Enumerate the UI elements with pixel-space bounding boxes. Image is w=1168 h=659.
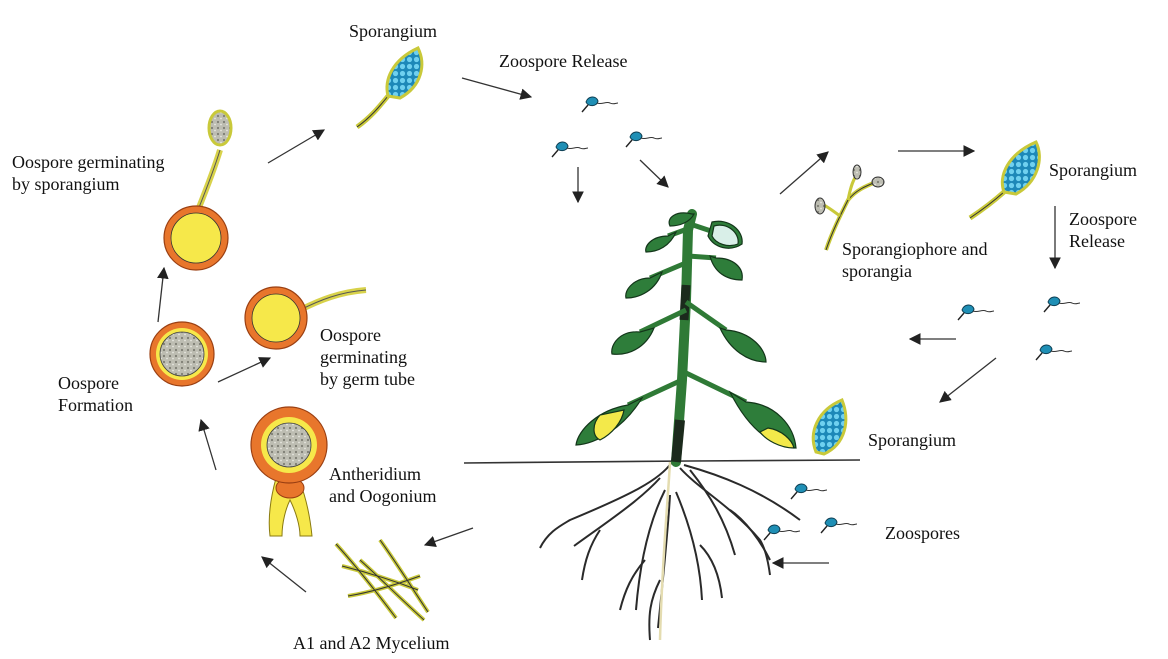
label-zoospores: Zoospores (885, 522, 960, 544)
zoospore (821, 518, 857, 533)
oospore-formation (150, 322, 214, 386)
label-sporangium-bottom: Sporangium (868, 429, 956, 451)
arrow (158, 268, 164, 322)
leaf (626, 272, 662, 298)
label-oospore-formation: Oospore Formation (58, 372, 133, 416)
arrow (425, 528, 473, 545)
zoospore (1036, 345, 1072, 360)
mycelium (336, 540, 428, 620)
zoospore (582, 97, 618, 112)
label-oospore-germinating-sporangium: Oospore germinating by sporangium (12, 151, 164, 195)
arrow (262, 557, 306, 592)
leaf (720, 328, 766, 362)
sporangium-right (970, 142, 1039, 218)
leaf (646, 232, 676, 252)
zoospore (791, 484, 827, 499)
label-oospore-germ-tube: Oospore germinating by germ tube (320, 324, 415, 390)
soil-line (464, 460, 860, 463)
leaf (612, 328, 654, 354)
arrow (940, 358, 996, 402)
label-sporangium-top: Sporangium (349, 20, 437, 42)
zoospore (626, 132, 662, 147)
arrow (462, 78, 531, 97)
arrow (268, 130, 324, 163)
arrow (640, 160, 668, 187)
arrow (218, 358, 270, 382)
potato-plant (540, 213, 800, 640)
zoospore (958, 305, 994, 320)
zoospore (764, 525, 800, 540)
label-zoospore-release-right: Zoospore Release (1069, 208, 1137, 252)
sporangium-bottom (813, 400, 846, 454)
leaf (710, 256, 742, 280)
zoospores (552, 97, 1080, 540)
arrow (201, 420, 216, 470)
oospore-germinating-sporangium (164, 111, 231, 270)
label-zoospore-release-top: Zoospore Release (499, 50, 627, 72)
arrow (780, 152, 828, 194)
plant-roots (540, 462, 800, 640)
label-sporangium-right: Sporangium (1049, 159, 1137, 181)
zoospore (1044, 297, 1080, 312)
label-mycelium: A1 and A2 Mycelium (293, 632, 449, 654)
label-sporangiophore: Sporangiophore and sporangia (842, 238, 987, 282)
label-antheridium-oogonium: Antheridium and Oogonium (329, 463, 437, 507)
zoospore (552, 142, 588, 157)
antheridium-oogonium (251, 407, 327, 536)
sporangium-top (357, 48, 422, 127)
